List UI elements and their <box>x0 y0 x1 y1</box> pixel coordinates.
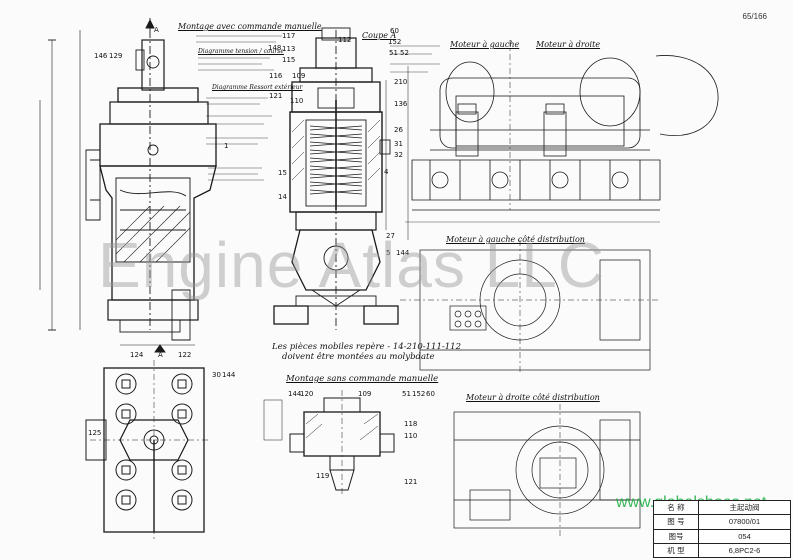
part-number-144: 144 <box>396 249 410 257</box>
part-number-109-section: 109 <box>358 390 372 398</box>
engine-atlas-watermark: Engine Atlas LLC <box>98 229 605 301</box>
part-number-4: 4 <box>384 168 389 176</box>
title-block-row: 图 号 07800/01 <box>653 514 791 530</box>
part-number-144-plan: 144 <box>222 371 236 379</box>
heading-coupe: Coupe A <box>362 31 397 40</box>
title-block-value: 主起动阀 <box>698 499 791 516</box>
part-number-144-section: 144 <box>288 390 302 398</box>
part-number-152-section: 152 <box>412 390 426 398</box>
plan-view <box>85 360 210 540</box>
heading-moteur-gauche: Moteur à gauche <box>450 40 520 49</box>
engine-distribution-right-view <box>453 404 641 538</box>
page-number: 65/166 <box>742 12 767 21</box>
part-number-60-section: 60 <box>426 390 435 398</box>
part-number-30: 30 <box>212 371 221 379</box>
part-number-152: 152 <box>388 38 402 46</box>
section-marker-a-bottom: A <box>158 351 163 359</box>
title-block: 名 称 主起动阀 图 号 07800/01 图号 054 机 型 6,8PC2-… <box>653 499 791 559</box>
title-block-row: 名 称 主起动阀 <box>653 499 791 516</box>
part-number-32: 32 <box>394 151 403 159</box>
title-block-row: 机 型 6,8PC2-6 <box>653 542 791 559</box>
part-number-118: 118 <box>404 420 418 428</box>
engine-top-view <box>411 40 719 211</box>
note-mobile-parts-2: doivent être montées au molybdate <box>282 352 435 362</box>
part-number-26: 26 <box>394 126 403 134</box>
part-number-124: 124 <box>130 351 144 359</box>
part-number-121-section: 121 <box>404 478 418 486</box>
part-number-120: 120 <box>300 390 314 398</box>
part-number-15: 15 <box>278 169 287 177</box>
part-number-112: 112 <box>338 36 352 44</box>
spec-notes <box>196 35 440 181</box>
section-a-view <box>273 27 409 330</box>
section-marker-a-top: A <box>154 26 159 34</box>
part-number-1: 1 <box>224 142 229 150</box>
part-number-116: 116 <box>269 72 283 80</box>
part-number-136: 136 <box>394 100 408 108</box>
heading-moteur-droite-dist: Moteur à droite côté distribution <box>466 393 600 402</box>
title-block-value: 07800/01 <box>698 514 791 530</box>
part-number-5: 5 <box>386 249 391 257</box>
heading-diagramme-1: Diagramme tension / course <box>198 48 284 55</box>
part-number-117: 117 <box>282 32 296 40</box>
part-number-52: 52 <box>400 49 409 57</box>
part-number-113: 113 <box>282 45 296 53</box>
part-number-109: 109 <box>292 72 306 80</box>
part-number-121: 121 <box>269 92 283 100</box>
engine-distribution-left-view <box>400 240 660 375</box>
title-block-key: 机 型 <box>653 542 699 559</box>
note-mobile-parts-1: Les pièces mobiles repère - 14-210-111-1… <box>272 342 461 352</box>
title-block-key: 图号 <box>653 528 699 544</box>
part-number-110: 110 <box>290 97 304 105</box>
part-number-27: 27 <box>386 232 395 240</box>
manual-less-section-view <box>263 390 395 496</box>
part-number-14: 14 <box>278 193 287 201</box>
part-number-119: 119 <box>316 472 330 480</box>
heading-manual-top: Montage avec commande manuelle <box>178 22 322 31</box>
heading-manual-bottom: Montage sans commande manuelle <box>286 374 439 384</box>
title-block-key: 图 号 <box>653 514 699 530</box>
title-block-value: 6,8PC2-6 <box>698 542 791 559</box>
part-number-146: 146 <box>94 52 108 60</box>
part-number-51: 51 <box>389 49 398 57</box>
part-number-125: 125 <box>88 429 102 437</box>
part-number-51-section: 51 <box>402 390 411 398</box>
part-number-210: 210 <box>394 78 408 86</box>
part-number-115: 115 <box>282 56 296 64</box>
heading-diagramme-2: Diagramme Ressort extérieur <box>212 84 303 91</box>
heading-moteur-gauche-dist: Moteur à gauche côté distribution <box>446 235 585 244</box>
part-number-129: 129 <box>109 52 123 60</box>
heading-moteur-droite: Moteur à droite <box>536 40 601 49</box>
title-block-key: 名 称 <box>653 499 699 516</box>
part-number-122: 122 <box>178 351 192 359</box>
part-number-60: 60 <box>390 27 399 35</box>
part-number-148: 148 <box>268 44 282 52</box>
title-block-row: 图号 054 <box>653 528 791 544</box>
part-number-110-section: 110 <box>404 432 418 440</box>
part-number-31: 31 <box>394 140 403 148</box>
title-block-value: 054 <box>698 528 791 544</box>
